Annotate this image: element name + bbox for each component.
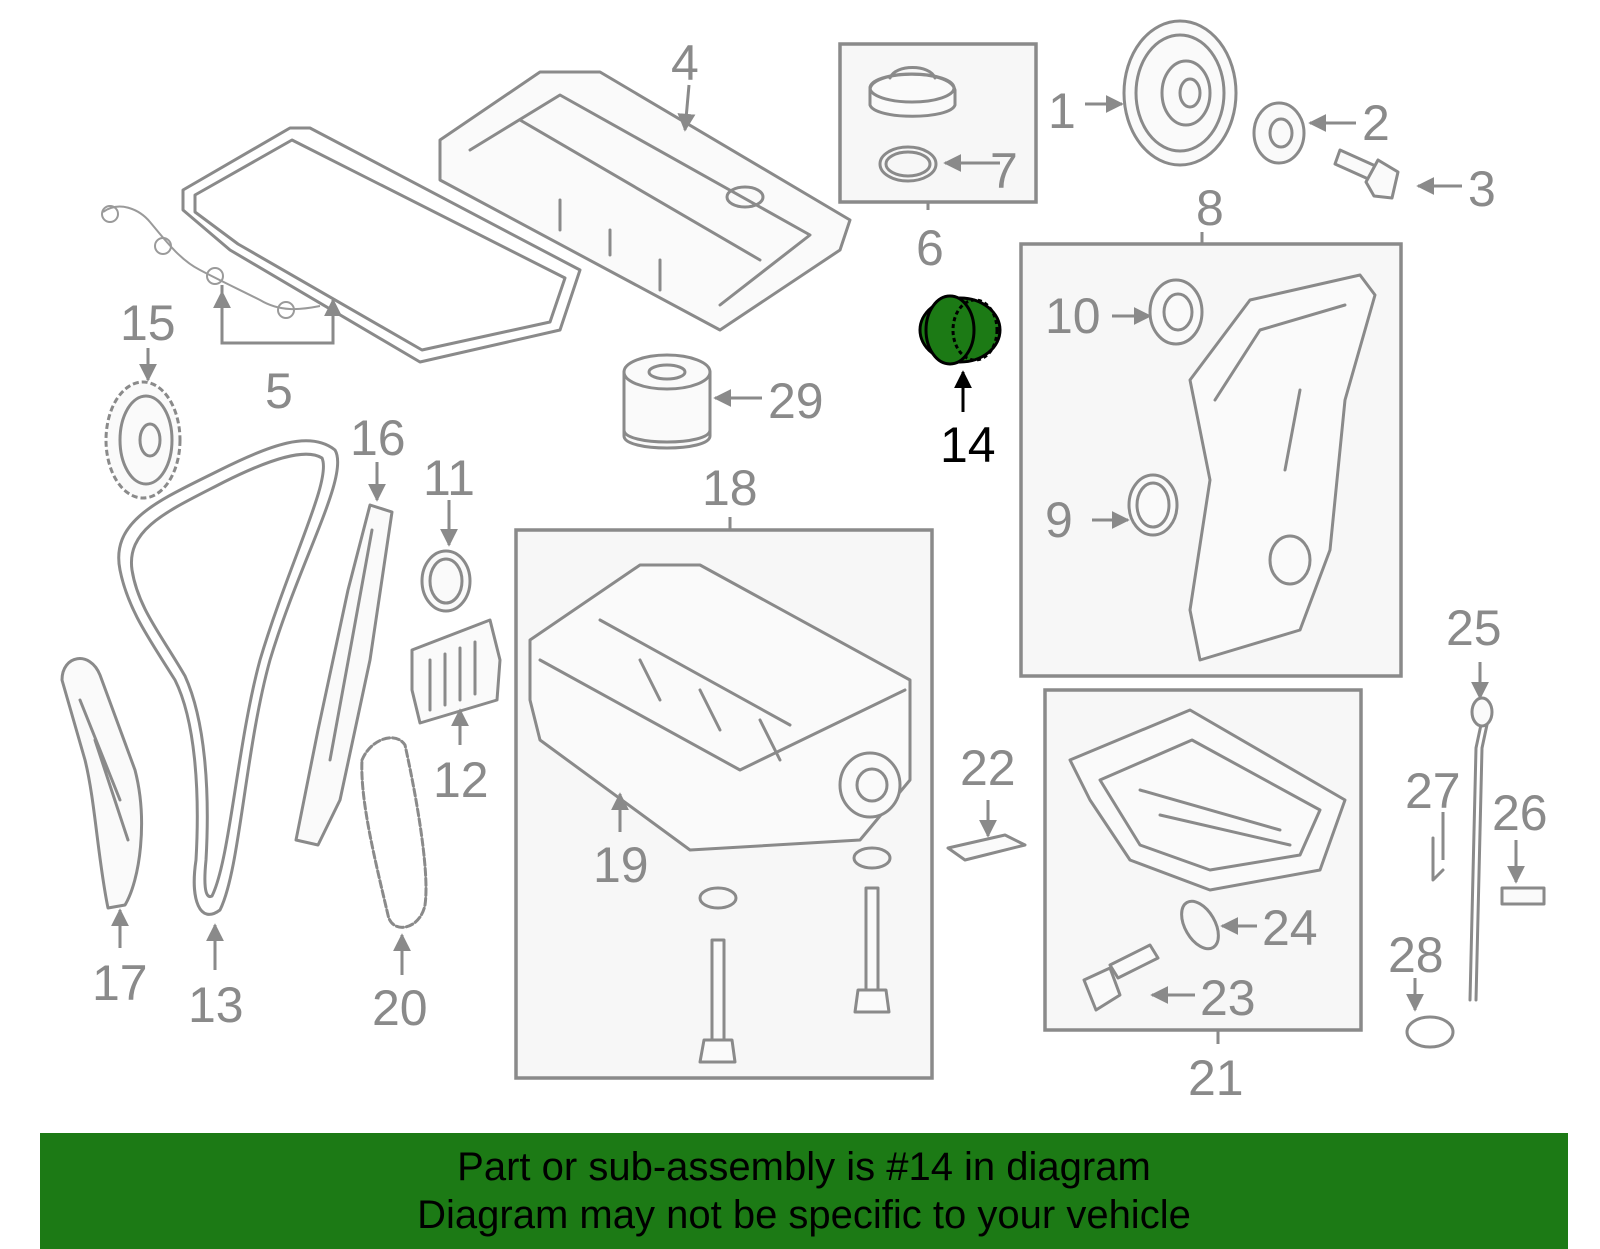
callout-26: 26 [1492,785,1548,841]
part-26-bracket [1500,840,1546,906]
callout-23: 23 [1200,970,1256,1026]
callout-1: 1 [1048,83,1076,139]
callout-21: 21 [1188,1050,1244,1106]
callout-24: 24 [1262,900,1318,956]
part-17-tensioner-arm [60,657,144,910]
part-4-valve-cover [438,70,852,332]
part-5-gaskets [101,126,582,364]
callout-20: 20 [372,980,428,1036]
part-27-bracket [1431,812,1445,882]
callout-29: 29 [768,373,824,429]
callout-7: 7 [990,143,1018,199]
part-10-seal [1148,278,1204,346]
callout-28: 28 [1388,927,1444,983]
callout-19: 19 [593,837,649,893]
callout-13: 13 [188,977,244,1033]
part-20-oil-pump-chain [360,736,428,929]
callout-22: 22 [960,740,1016,796]
part-22-baffle [946,833,1027,862]
group-box-6 [838,42,1038,204]
part-6-oil-filler-cap [868,66,957,118]
part-3-bolt [1333,148,1400,200]
callout-6: 6 [916,220,944,276]
callout-25: 25 [1446,600,1502,656]
part-25-dipstick [1468,696,1494,1002]
part-8-timing-cover [1188,273,1377,662]
banner-line-part-number: Part or sub-assembly is #14 in diagram [457,1145,1151,1189]
callout-27: 27 [1405,763,1461,819]
part-7-o-ring [878,145,938,183]
callout-14-highlighted: 14 [940,417,996,473]
callout-15: 15 [120,295,176,351]
banner-line-disclaimer: Diagram may not be specific to your vehi… [417,1193,1191,1237]
callout-11: 11 [423,450,475,506]
callout-labels: 1 2 3 4 5 6 7 8 9 10 11 12 13 14 15 16 1… [92,35,1548,1106]
callout-16: 16 [350,410,406,466]
part-13-timing-chain [117,439,340,916]
callout-4: 4 [671,35,699,91]
callout-18: 18 [702,460,758,516]
bolts-group-18 [698,846,892,1064]
callout-8: 8 [1196,180,1224,236]
part-19-balance-shaft-assembly [528,563,912,852]
part-29-oil-filter [622,353,712,450]
callout-10: 10 [1045,288,1101,344]
callout-3: 3 [1468,161,1496,217]
info-banner: Part or sub-assembly is #14 in diagram D… [40,1133,1568,1249]
part-12-tensioner [410,618,502,725]
part-2-washer [1252,101,1306,165]
leader-arrows [111,84,1489,1044]
callout-2: 2 [1362,95,1390,151]
part-9-seal [1127,473,1179,537]
callout-17: 17 [92,955,148,1011]
part-28-o-ring [1405,978,1455,1049]
part-23-drain-plug [1082,943,1160,1012]
part-24-gasket [1180,899,1220,951]
part-21-oil-pan [1068,708,1347,892]
part-11-seal [420,549,472,613]
callout-5: 5 [265,363,293,419]
part-1-crank-pulley [1122,19,1238,167]
part-15-cam-gear [104,380,182,500]
part-14-sprocket-highlighted [918,294,1002,366]
callout-9: 9 [1045,492,1073,548]
callout-12: 12 [433,752,489,808]
part-16-chain-guide [294,503,394,847]
